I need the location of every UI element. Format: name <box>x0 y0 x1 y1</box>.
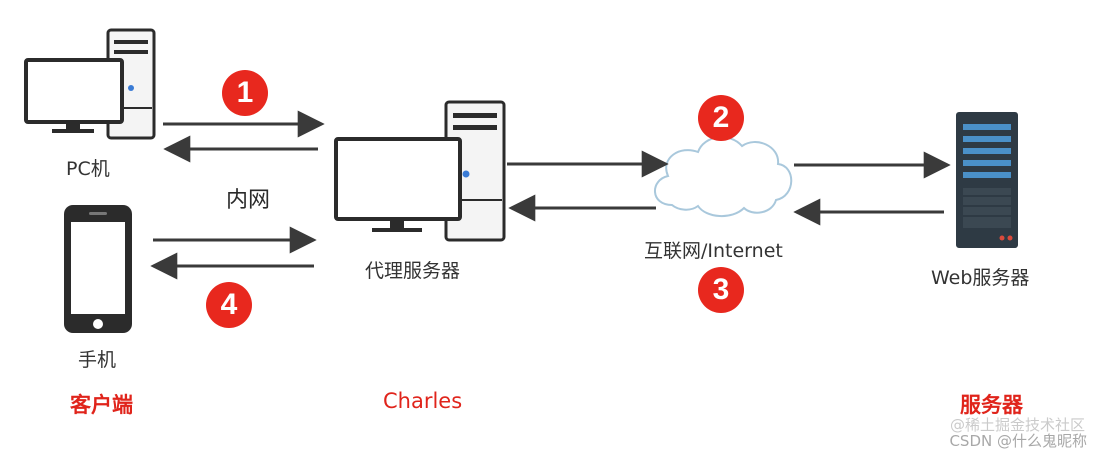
internet-label: 互联网/Internet <box>644 240 783 262</box>
intranet-label: 内网 <box>226 188 271 213</box>
pc-icon <box>24 28 156 140</box>
arrows <box>150 110 951 280</box>
phone-label: 手机 <box>78 349 117 371</box>
cloud-icon <box>654 136 793 217</box>
proxy-label: 代理服务器 <box>365 260 461 282</box>
step-badge-2: 2 <box>698 95 744 141</box>
watermark-csdn: CSDN @什么鬼昵称 <box>949 432 1087 450</box>
proxy-server-icon <box>334 100 506 242</box>
web-server-icon <box>956 112 1018 248</box>
web-server-label: Web服务器 <box>931 267 1030 289</box>
category-client: 客户端 <box>70 393 133 417</box>
category-server: 服务器 <box>960 393 1023 417</box>
category-charles: Charles <box>383 389 463 413</box>
step-badge-3: 3 <box>698 267 744 313</box>
step-badge-1: 1 <box>222 70 268 116</box>
step-badge-4: 4 <box>206 282 252 328</box>
pc-label: PC机 <box>66 158 110 180</box>
phone-icon <box>64 205 132 333</box>
watermark-juejin: @稀土掘金技术社区 <box>949 416 1085 434</box>
